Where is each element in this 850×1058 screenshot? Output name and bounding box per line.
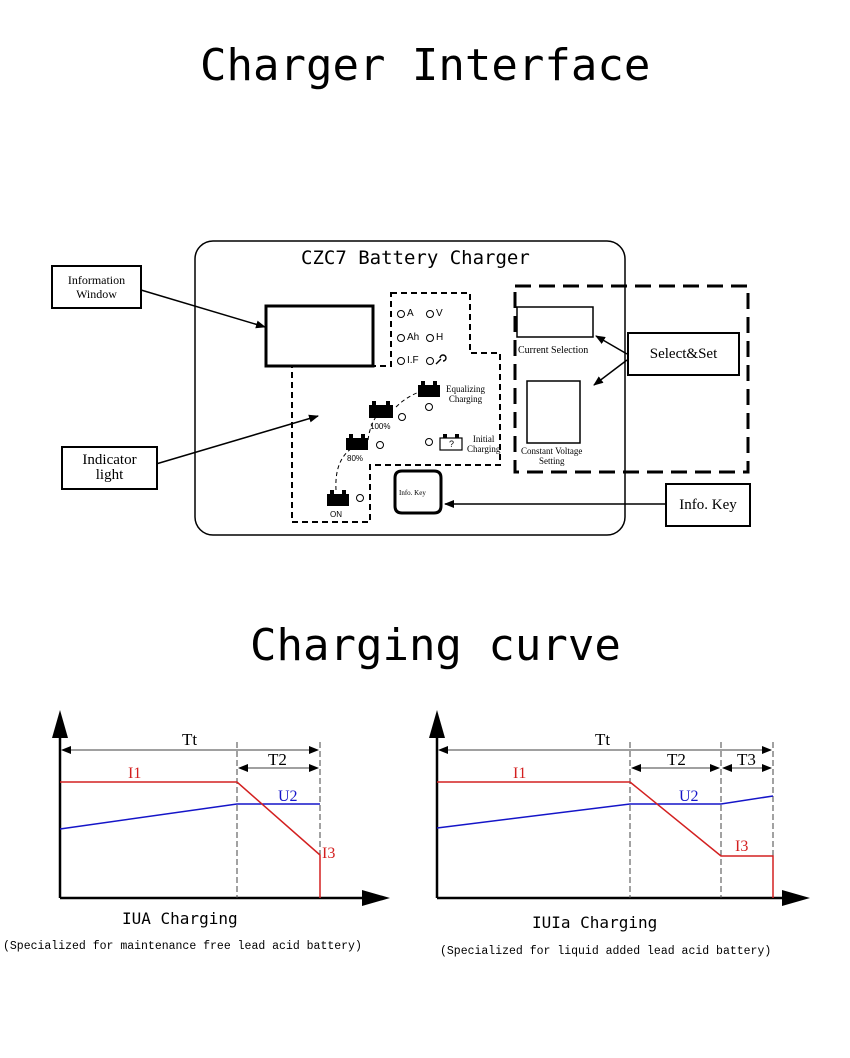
- iuia-i1-label: I1: [513, 765, 526, 782]
- indicator-light-label: Indicator light: [61, 446, 158, 490]
- led-on: [356, 494, 364, 502]
- initial-battery-icon: [439, 434, 463, 451]
- led-v-label: V: [436, 308, 443, 319]
- info-key-label: Info. Key: [665, 483, 751, 527]
- iuia-chart-subtitle: (Specialized for liquid added lead acid …: [440, 945, 772, 958]
- equalizing-label: Equalizing Charging: [446, 384, 485, 404]
- iuia-current-curve: [437, 781, 774, 898]
- select-set-label: Select&Set: [627, 332, 740, 376]
- iuia-i3-label: I3: [735, 838, 748, 855]
- pct-100-label: 100%: [370, 422, 391, 431]
- iua-i3-label: I3: [322, 845, 335, 862]
- panel-title: CZC7 Battery Charger: [301, 247, 530, 269]
- led-wrench: [426, 357, 434, 365]
- iua-axes: [52, 710, 390, 906]
- led-equalizing: [425, 403, 433, 411]
- current-selection-label: Current Selection: [518, 345, 589, 356]
- led-initial: [425, 438, 433, 446]
- constant-voltage-screen: [526, 380, 581, 444]
- iuia-u2-label: U2: [679, 788, 699, 805]
- iuia-t2-label: T2: [667, 750, 686, 769]
- led-lf-label: I.F: [407, 355, 419, 366]
- information-window: [264, 304, 375, 368]
- iua-tt-label: Tt: [182, 730, 197, 749]
- iua-chart-name: IUA Charging: [122, 909, 238, 928]
- iua-chart-subtitle: (Specialized for maintenance free lead a…: [3, 940, 362, 953]
- led-a-label: A: [407, 308, 414, 319]
- led-h: [426, 334, 434, 342]
- charger-panel: [194, 240, 626, 536]
- iua-u2-label: U2: [278, 788, 298, 805]
- iuia-t3-label: T3: [737, 750, 756, 769]
- pct-80-label: 80%: [347, 454, 364, 463]
- battery-icon: [327, 381, 440, 506]
- arrow-select-down: [593, 359, 628, 386]
- led-v: [426, 310, 434, 318]
- led-80: [376, 441, 384, 449]
- led-a: [397, 310, 405, 318]
- constant-voltage-label: Constant Voltage Setting: [521, 446, 583, 466]
- led-h-label: H: [436, 332, 444, 343]
- initial-label: Initial Charging: [467, 434, 501, 454]
- select-set-region: [513, 284, 750, 474]
- iuia-chart-name: IUIa Charging: [532, 913, 658, 932]
- info-key-button[interactable]: Info. Key: [399, 489, 426, 497]
- led-ah: [397, 334, 405, 342]
- info-key-button-shape: [393, 469, 443, 515]
- iua-t2-label: T2: [268, 750, 287, 769]
- iuia-voltage-curve: [436, 795, 774, 829]
- information-window-label: Information Window: [51, 265, 142, 309]
- led-ah-label: Ah: [407, 332, 420, 343]
- iua-voltage-curve: [59, 803, 320, 830]
- curve-title: Charging curve: [250, 620, 621, 671]
- arrow-select-up: [595, 335, 628, 355]
- iuia-tt-label: Tt: [595, 730, 610, 749]
- question-mark: ?: [449, 439, 455, 449]
- led-100: [398, 413, 406, 421]
- current-selection-screen: [516, 306, 594, 338]
- iua-current-curve: [60, 781, 321, 898]
- iuia-axes: [429, 710, 810, 906]
- iua-i1-label: I1: [128, 765, 141, 782]
- arrow-indicator: [155, 414, 319, 465]
- wrench-icon: [435, 354, 447, 365]
- led-lf: [397, 357, 405, 365]
- arrow-info-window: [140, 289, 266, 329]
- on-label: ON: [330, 510, 342, 519]
- interface-title: Charger Interface: [200, 40, 651, 91]
